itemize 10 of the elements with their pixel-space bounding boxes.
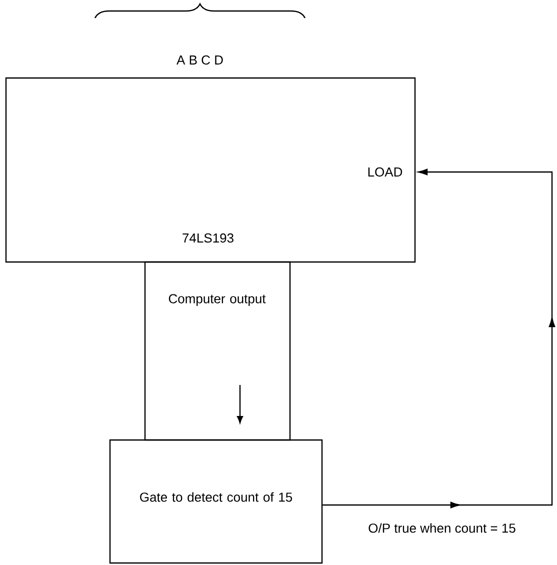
gate-box [109,439,323,564]
node-label: 74LS193 [182,233,234,243]
pin-label: A B C D [176,55,223,65]
arrow [322,168,556,508]
chip-box [5,77,416,263]
node-label: LOAD [368,167,402,177]
node-label: Gate to detect count of 15 [140,492,292,502]
node-label: Computer output [168,294,266,306]
bus-band [144,261,291,441]
edge-label: O/P true when count = 15 [368,523,516,533]
